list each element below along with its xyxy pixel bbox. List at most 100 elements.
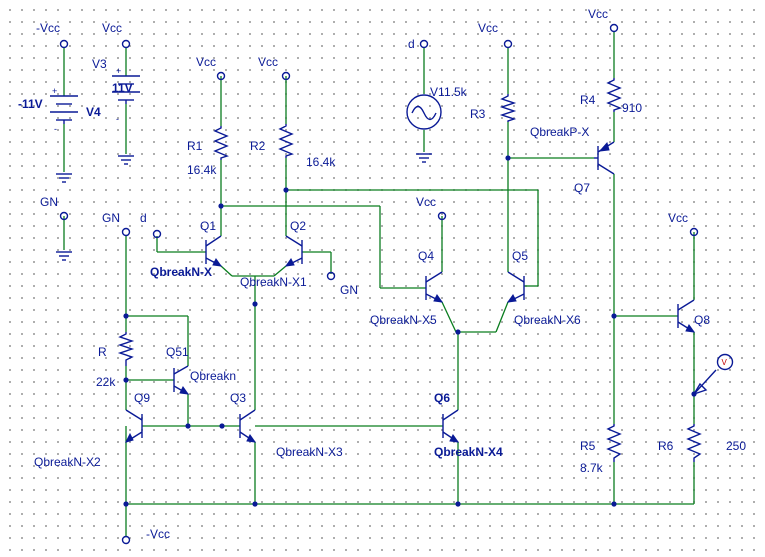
label-v3-minus: - [116, 114, 119, 124]
label-v4-value: -11V [18, 97, 43, 111]
label-vcc-q4: Vcc [416, 195, 436, 209]
ground-v4 [56, 173, 72, 183]
label-r2: R2 [250, 139, 266, 153]
terminal-neg-vcc-bottom[interactable] [121, 535, 131, 545]
resistor-r4[interactable] [606, 78, 622, 112]
label-q2: Q2 [290, 219, 306, 233]
label-q3: Q3 [230, 391, 246, 405]
resistor-r1[interactable] [213, 126, 229, 160]
label-v4: V4 [86, 105, 101, 119]
transistor-q8[interactable] [677, 299, 696, 333]
label-q6-model: QbreakN-X4 [434, 445, 503, 459]
terminal-gn[interactable] [59, 211, 69, 221]
label-r-value: 22k [96, 375, 116, 389]
resistor-r[interactable] [117, 332, 135, 366]
terminal-d-v1[interactable] [419, 39, 429, 49]
junctions [123, 155, 697, 507]
label-r4-value: 910 [622, 101, 642, 115]
label-r: R [98, 345, 107, 359]
label-v4-minus: - [54, 124, 57, 134]
terminal-vcc-q8[interactable] [689, 227, 699, 237]
label-q2-model: QbreakN-X1 [240, 275, 307, 289]
label-r2-value: 16.4k [306, 155, 336, 169]
transistor-q3[interactable] [239, 409, 257, 443]
voltage-probe[interactable]: V [692, 353, 734, 396]
transistor-q5[interactable] [506, 271, 525, 303]
label-q3-model: QbreakN-X3 [276, 445, 343, 459]
label-q8: Q8 [694, 313, 710, 327]
probe-label: V [722, 358, 728, 367]
label-gn-q2: GN [340, 283, 358, 297]
label-q4: Q4 [418, 249, 434, 263]
ground-v3 [118, 155, 134, 165]
label-vcc-r2: Vcc [258, 55, 278, 69]
transistor-q7[interactable] [594, 141, 615, 175]
label-q5-model: QbreakN-X6 [514, 313, 581, 327]
terminal-vcc-r3[interactable] [503, 39, 513, 49]
label-d-q1: d [140, 211, 147, 225]
transistor-q2[interactable] [284, 235, 303, 267]
label-q51-model: Qbreakn [190, 369, 236, 383]
terminal-gn-left[interactable] [121, 227, 131, 237]
resistor-r3[interactable] [499, 94, 517, 122]
label-q6: Q6 [434, 391, 450, 405]
transistor-q1[interactable] [205, 235, 223, 267]
label-r1-value: 16.4k [187, 163, 217, 177]
resistor-r5[interactable] [606, 424, 622, 462]
label-q1-model: QbreakN-X [150, 265, 212, 279]
battery-v4[interactable] [50, 95, 78, 124]
ground-v1 [416, 153, 432, 163]
label-q51: Q51 [166, 345, 189, 359]
transistor-q4[interactable] [425, 271, 444, 303]
label-vcc-v3: Vcc [102, 21, 122, 35]
label-vcc-r4: Vcc [588, 7, 608, 21]
transistor-q6[interactable] [442, 409, 460, 443]
terminal-vcc-q4[interactable] [437, 211, 447, 221]
transistors [125, 141, 696, 443]
label-vcc-r3: Vcc [478, 21, 498, 35]
terminal-vcc-r2[interactable] [281, 71, 291, 81]
label-v3-plus: + [116, 66, 121, 76]
label-gn-left: GN [40, 195, 58, 209]
labels: -Vcc Vcc V3 11V -11V V4 + - + - GN Vcc V… [18, 7, 746, 541]
resistor-r2[interactable] [278, 124, 294, 158]
terminal-gn-q2[interactable] [326, 271, 336, 281]
label-r3: R3 [470, 107, 486, 121]
terminal-neg-vcc-v4[interactable] [59, 39, 69, 49]
label-neg-vcc-top: -Vcc [36, 21, 60, 35]
resistors [117, 78, 702, 462]
transistor-q9[interactable] [125, 409, 143, 443]
label-v1-value: 1.5k [444, 85, 468, 99]
label-vcc-q8: Vcc [668, 211, 688, 225]
transistor-q51[interactable] [173, 365, 190, 395]
label-v1: V1 [430, 85, 445, 99]
battery-v3[interactable] [112, 75, 140, 104]
ac-source-v1[interactable] [406, 94, 442, 130]
label-q1: Q1 [200, 219, 216, 233]
label-q4-model: QbreakN-X5 [370, 313, 437, 327]
terminal-vcc-r1[interactable] [216, 71, 226, 81]
label-v4-plus: + [52, 86, 57, 96]
label-q9-model: QbreakN-X2 [34, 455, 101, 469]
ground-gn [56, 251, 72, 261]
label-d-v1: d [408, 37, 415, 51]
label-v3-value: 11V [112, 81, 133, 95]
label-q9: Q9 [134, 391, 150, 405]
label-r5-value: 8.7k [580, 461, 604, 475]
label-q7: Q7 [574, 181, 590, 195]
label-r1: R1 [187, 139, 203, 153]
resistor-r6[interactable] [686, 424, 702, 462]
wires [63, 32, 695, 536]
terminal-d-q1[interactable] [152, 229, 162, 239]
label-q5: Q5 [512, 249, 528, 263]
label-r6: R6 [658, 439, 674, 453]
label-r5: R5 [580, 439, 596, 453]
terminal-vcc-r4[interactable] [609, 23, 619, 33]
label-r6-value: 250 [726, 439, 746, 453]
label-q7-model: QbreakP-X [530, 125, 589, 139]
label-v3: V3 [92, 57, 107, 71]
label-neg-vcc-bottom: -Vcc [146, 527, 170, 541]
terminal-vcc-v3[interactable] [121, 39, 131, 49]
label-gn-mid: GN [102, 211, 120, 225]
